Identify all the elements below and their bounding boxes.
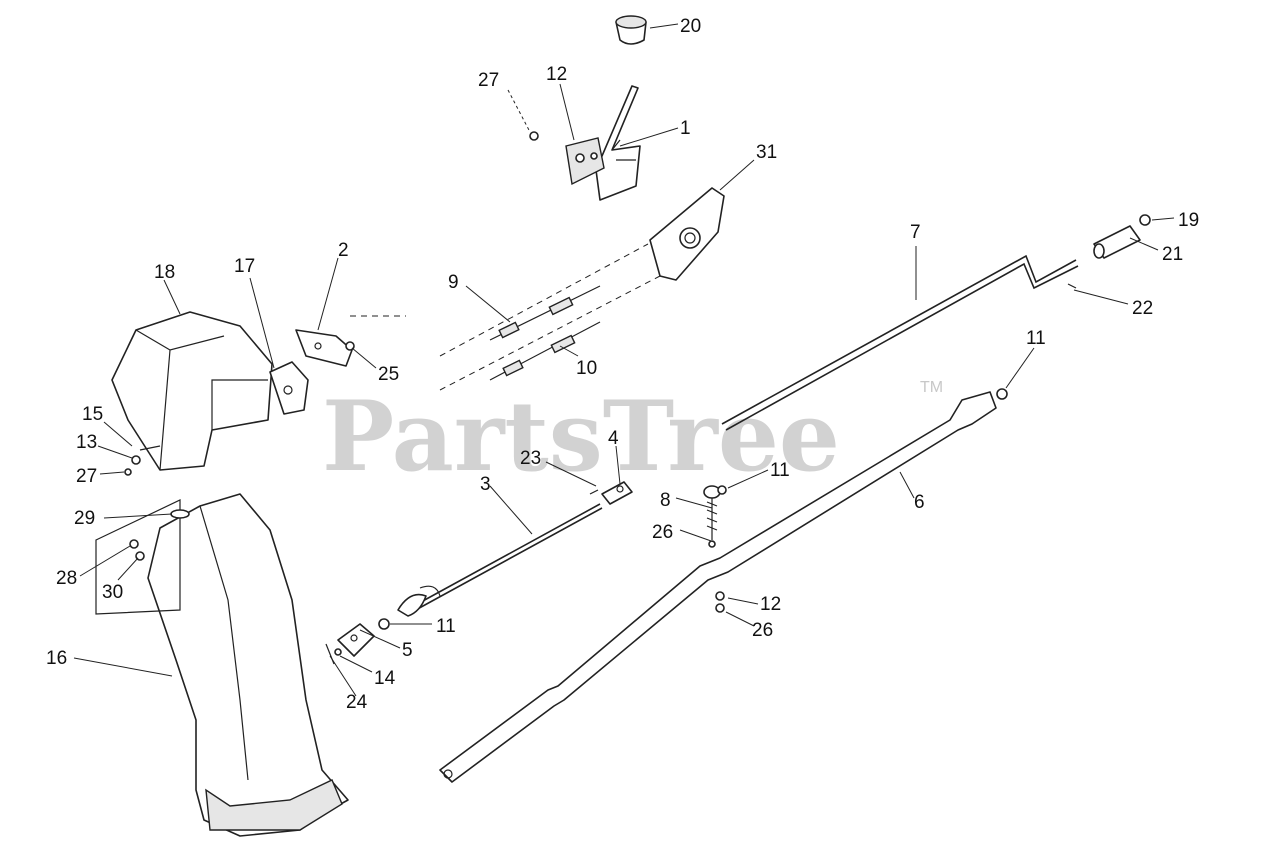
callout-14: 14	[374, 668, 396, 689]
part-12-washer-right[interactable]	[715, 591, 725, 601]
callout-3: 3	[480, 474, 491, 495]
part-29-pin[interactable]	[170, 509, 190, 519]
part-11-nut-right[interactable]	[996, 388, 1008, 400]
callout-20: 20	[680, 16, 701, 37]
callout-12-right: 12	[760, 594, 781, 615]
part-22-pin[interactable]	[1067, 283, 1077, 289]
part-11-nut-left[interactable]	[378, 618, 390, 630]
callout-8: 8	[660, 490, 671, 511]
callout-27-left: 27	[76, 466, 97, 487]
part-20-cap[interactable]	[615, 15, 647, 45]
callout-28: 28	[56, 568, 77, 589]
part-1-handle-bracket[interactable]	[595, 85, 641, 201]
callout-31: 31	[756, 142, 777, 163]
callout-18: 18	[154, 262, 175, 283]
callout-11-mid: 11	[770, 460, 790, 481]
part-8-bolt[interactable]	[706, 496, 718, 540]
callout-11-left: 11	[436, 616, 456, 637]
callout-29: 29	[74, 508, 95, 529]
part-21-coupler[interactable]	[1093, 225, 1141, 259]
callout-labels: 20 27 12 1 31 19 21 22 7 18 17 2 25 9 10…	[46, 16, 1199, 713]
part-31-control-housing[interactable]	[439, 187, 725, 391]
callout-25: 25	[378, 364, 399, 385]
part-27-nut-left[interactable]	[124, 468, 132, 476]
part-11-washer-mid[interactable]	[703, 485, 727, 499]
part-2-pivot-block[interactable]	[295, 329, 353, 367]
part-18-deflector[interactable]	[111, 311, 273, 471]
callout-15: 15	[82, 404, 103, 425]
part-6-extension-rod[interactable]	[439, 391, 997, 783]
callout-10: 10	[576, 358, 597, 379]
part-14-washer[interactable]	[334, 648, 342, 656]
watermark-text: PartsTree	[322, 380, 840, 493]
watermark-trademark: TM	[920, 379, 943, 396]
callout-6: 6	[914, 492, 925, 513]
callout-17: 17	[234, 256, 255, 277]
callout-13: 13	[76, 432, 97, 453]
part-26-nut-right[interactable]	[715, 603, 725, 613]
part-19-nut[interactable]	[1139, 214, 1151, 226]
callout-22: 22	[1132, 298, 1153, 319]
callout-9: 9	[448, 272, 459, 293]
callout-7: 7	[910, 222, 921, 243]
callout-11-right: 11	[1026, 328, 1046, 349]
callout-27: 27	[478, 70, 499, 91]
callout-2: 2	[338, 240, 349, 261]
callout-26-right: 26	[752, 620, 773, 641]
part-13-washer[interactable]	[131, 455, 141, 465]
part-23-pin[interactable]	[589, 489, 599, 495]
callout-12: 12	[546, 64, 567, 85]
callout-24: 24	[346, 692, 368, 713]
leader-lines	[73, 23, 1175, 697]
part-28-bolt[interactable]	[129, 539, 139, 549]
part-26-nut-mid[interactable]	[708, 540, 716, 548]
callout-26-mid: 26	[652, 522, 673, 543]
part-12-pivot-plate[interactable]	[565, 137, 605, 186]
part-17-deflector-bracket[interactable]	[269, 361, 309, 415]
part-9-cable-end[interactable]	[489, 285, 601, 341]
part-27-nut-top[interactable]	[529, 131, 539, 141]
part-10-cable-end[interactable]	[489, 321, 601, 381]
callout-5: 5	[402, 640, 413, 661]
part-5-bracket[interactable]	[337, 623, 375, 657]
callout-1: 1	[680, 118, 691, 139]
part-15-screw[interactable]	[139, 445, 161, 451]
callout-4: 4	[608, 428, 619, 449]
part-7-crank-rod[interactable]	[721, 254, 1079, 431]
callout-16: 16	[46, 648, 67, 669]
part-3-chute-rod[interactable]	[397, 503, 603, 617]
part-16-chute[interactable]	[95, 493, 349, 837]
callout-30: 30	[102, 582, 123, 603]
callout-23: 23	[520, 448, 541, 469]
callout-21: 21	[1162, 244, 1183, 265]
part-4-coupler[interactable]	[601, 481, 633, 505]
callout-19: 19	[1178, 210, 1199, 231]
